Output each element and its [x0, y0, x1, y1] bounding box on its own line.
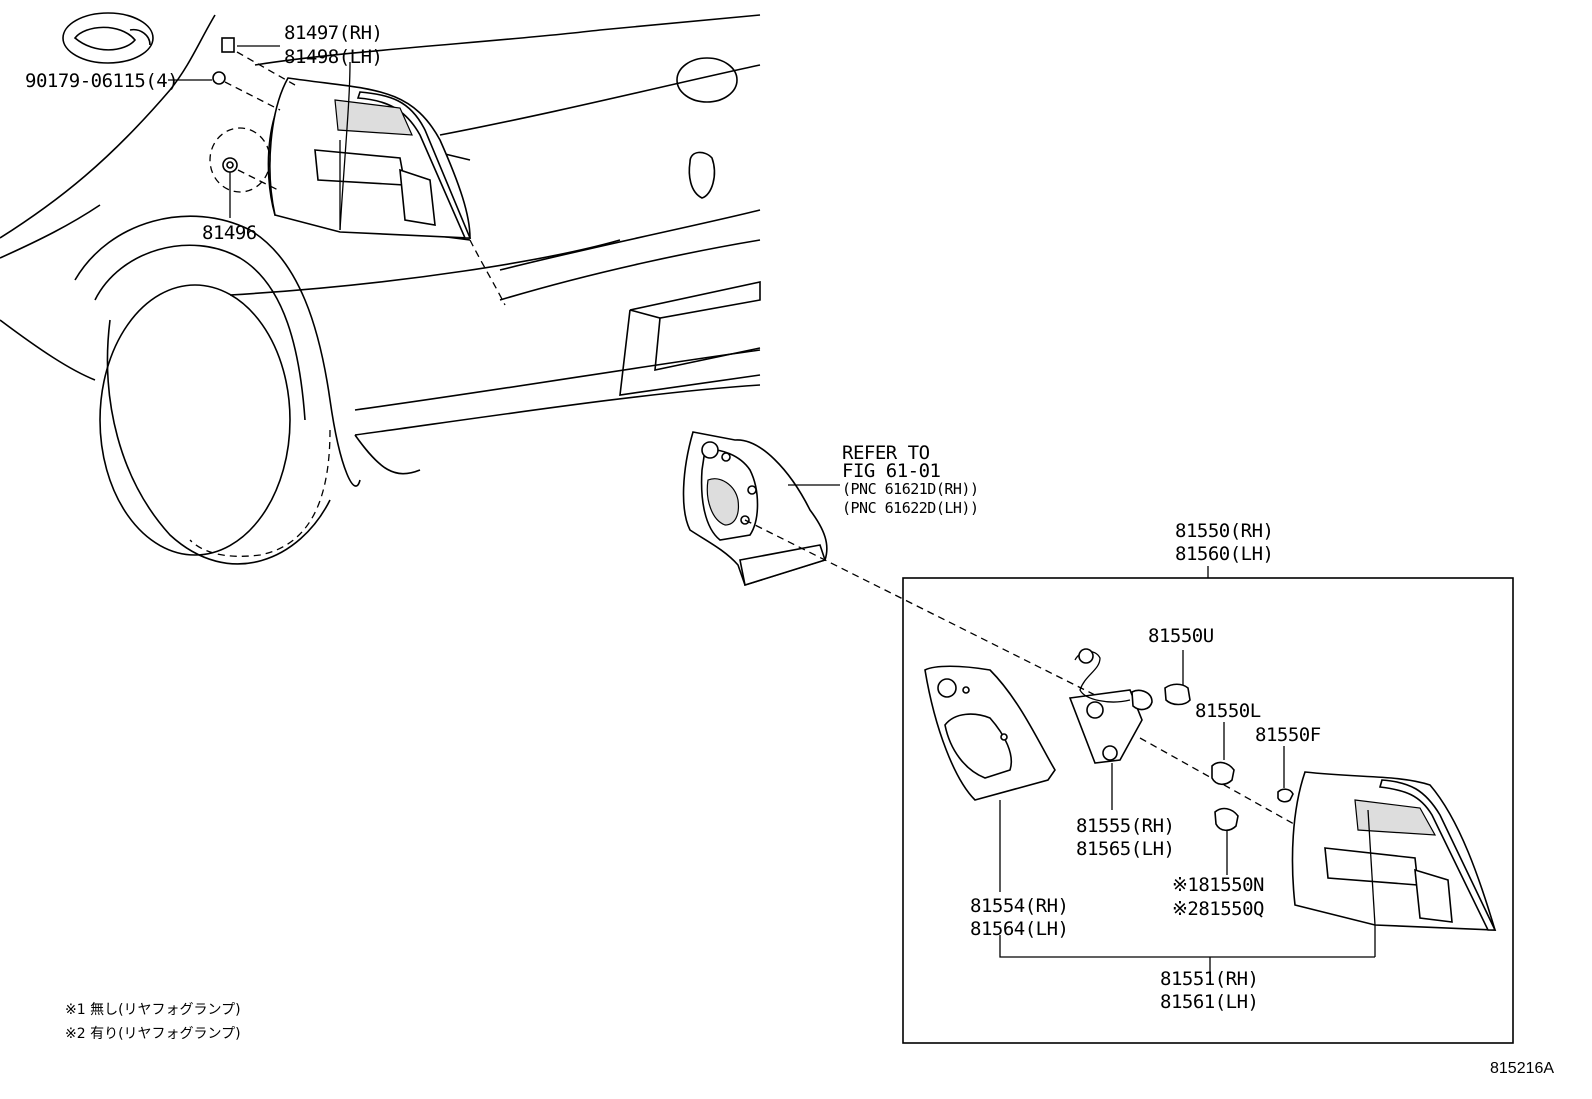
installed-tail-lamp [269, 77, 472, 239]
bottom-bracket-leader [999, 935, 1375, 958]
figure-id: 815216A [1490, 1060, 1555, 1077]
label-81554: 81554(RH) [970, 895, 1069, 917]
label-81498: 81498(LH) [284, 46, 383, 68]
label-81564: 81564(LH) [970, 918, 1069, 940]
label-81560: 81560(LH) [1175, 543, 1274, 565]
label-refer-to: REFER TO [842, 442, 930, 464]
socket-and-wire [1068, 648, 1311, 834]
clip-parts [209, 37, 271, 193]
label-81550: 81550(RH) [1175, 520, 1274, 542]
label-81550F: 81550F [1255, 724, 1321, 746]
label-fig: FIG 61-01 [842, 460, 941, 482]
label-81555: 81555(RH) [1076, 815, 1175, 837]
note-1: ※1 無し(リヤフォグランプ) [65, 1002, 241, 1018]
label-81550N: ※181550N [1172, 874, 1265, 896]
lamp-lens-assembly [1291, 771, 1497, 957]
label-81551: 81551(RH) [1160, 968, 1259, 990]
bulbs [1164, 650, 1294, 875]
label-81550Q: ※281550Q [1172, 898, 1265, 920]
car-leader-lines [168, 45, 506, 306]
label-81561: 81561(LH) [1160, 991, 1259, 1013]
label-81550U: 81550U [1148, 625, 1214, 647]
label-81496: 81496 [202, 222, 257, 244]
gasket-plate [924, 665, 1056, 892]
label-81550L: 81550L [1195, 700, 1261, 722]
label-81565: 81565(LH) [1076, 838, 1175, 860]
label-90179: 90179-06115(4) [25, 70, 179, 92]
label-pnc-lh: (PNC 61622D(LH)) [842, 499, 979, 517]
label-81497: 81497(RH) [284, 22, 383, 44]
housing-reference-part [682, 431, 1096, 696]
note-2: ※2 有り(リヤフォグランプ) [65, 1026, 241, 1042]
label-pnc-rh: (PNC 61621D(RH)) [842, 480, 979, 498]
